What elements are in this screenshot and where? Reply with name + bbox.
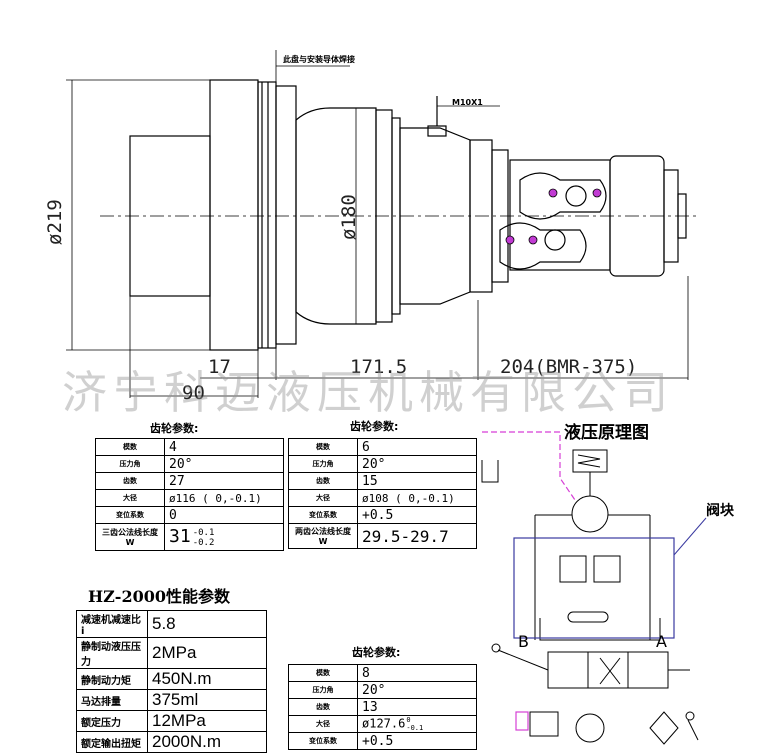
dim-17: 17 — [208, 356, 231, 378]
dim-90: 90 — [182, 382, 205, 404]
directional-valve — [547, 651, 669, 689]
port-b-label: B — [518, 632, 529, 651]
watermark: 济宁科迈液压机械有限公司 — [62, 366, 675, 419]
flange-note: 此盘与安装导体焊接 — [283, 55, 355, 64]
gearbox-body — [295, 107, 377, 325]
pump-symbol — [575, 713, 605, 743]
table-row: 变位系数+0.5 — [288, 732, 477, 750]
table-row: 大径 ø127.60-0.1 — [288, 715, 477, 733]
performance-title: HZ-2000性能参数 — [88, 587, 230, 606]
motor-symbol — [571, 495, 609, 533]
port-note: M10X1 — [452, 98, 483, 107]
diameter-219: ø219 — [44, 199, 66, 245]
port-a-label: A — [656, 632, 667, 651]
dim-204: 204(BMR-375) — [500, 356, 638, 378]
gear3-title: 齿轮参数: — [352, 646, 401, 659]
table-row: 变位系数+0.5 — [288, 506, 477, 524]
housing-outer — [209, 79, 259, 351]
hydraulic-title: 液压原理图 — [564, 423, 649, 443]
gear1-title: 齿轮参数: — [150, 422, 199, 435]
dim-171-5: 171.5 — [350, 356, 408, 378]
table-row: 三齿公法线长度W 31-0.1-0.2 — [95, 523, 284, 551]
gear2-title: 齿轮参数: — [350, 420, 399, 433]
diameter-180: ø180 — [338, 194, 360, 240]
mount-flange — [257, 81, 277, 349]
valve-block-label: 阀块 — [706, 503, 734, 519]
